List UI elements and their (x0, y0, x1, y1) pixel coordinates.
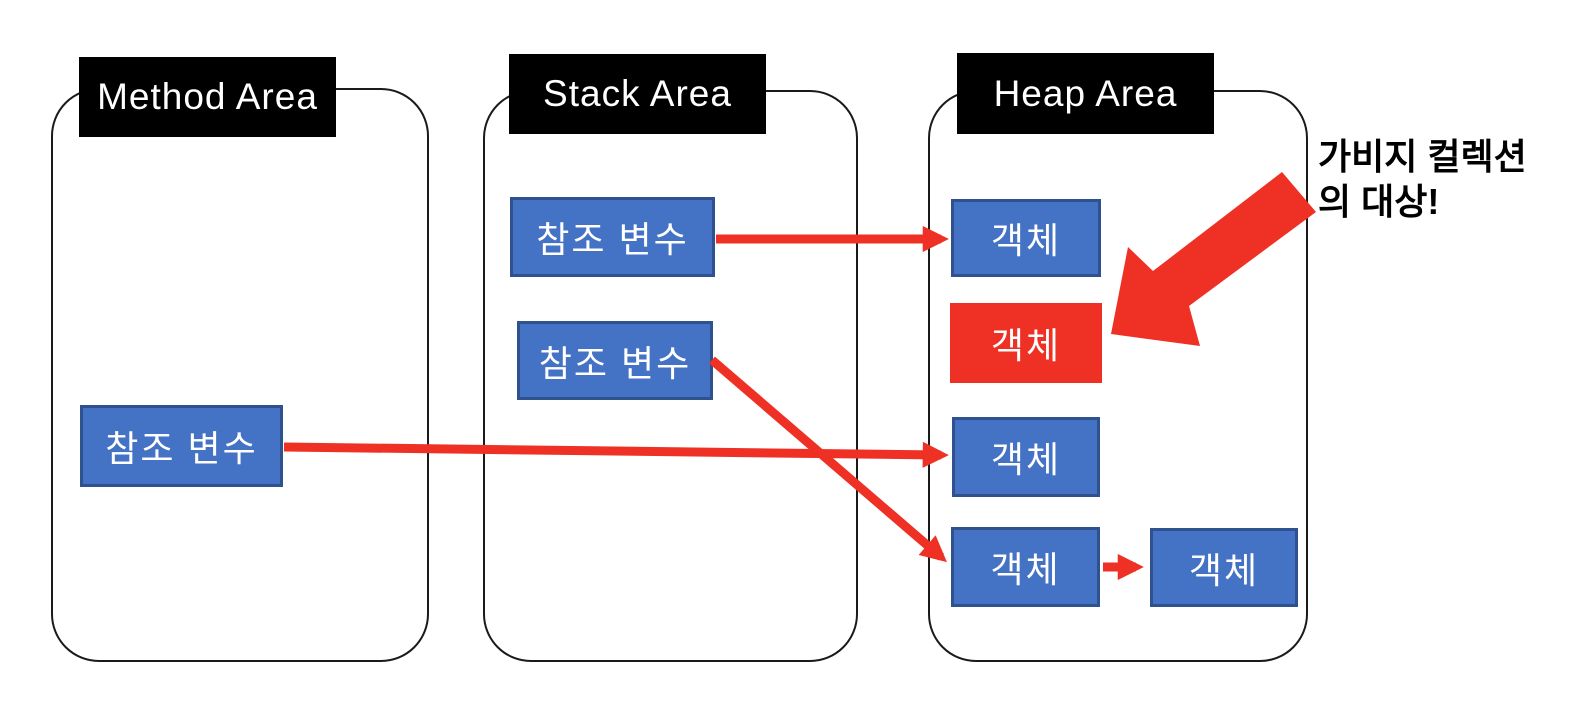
stack-reference-variable-box-2: 참조 변수 (517, 321, 713, 400)
heap-object-box-2-garbage: 객체 (950, 303, 1102, 383)
stack-area-label: Stack Area (509, 54, 766, 134)
heap-object-box-1: 객체 (951, 199, 1101, 277)
method-reference-variable-box: 참조 변수 (80, 405, 283, 487)
method-area-label: Method Area (79, 57, 336, 137)
heap-area-label: Heap Area (957, 53, 1214, 134)
gc-annotation: 가비지 컬렉션 의 대상! (1318, 134, 1578, 224)
gc-annotation-line2: 의 대상! (1318, 181, 1440, 222)
heap-object-box-3: 객체 (952, 417, 1100, 497)
heap-object-box-4: 객체 (951, 527, 1100, 607)
method-area-container (51, 88, 429, 662)
gc-annotation-line1: 가비지 컬렉션 (1318, 136, 1527, 177)
heap-object-box-5: 객체 (1150, 528, 1298, 607)
stack-reference-variable-box-1: 참조 변수 (510, 197, 715, 277)
